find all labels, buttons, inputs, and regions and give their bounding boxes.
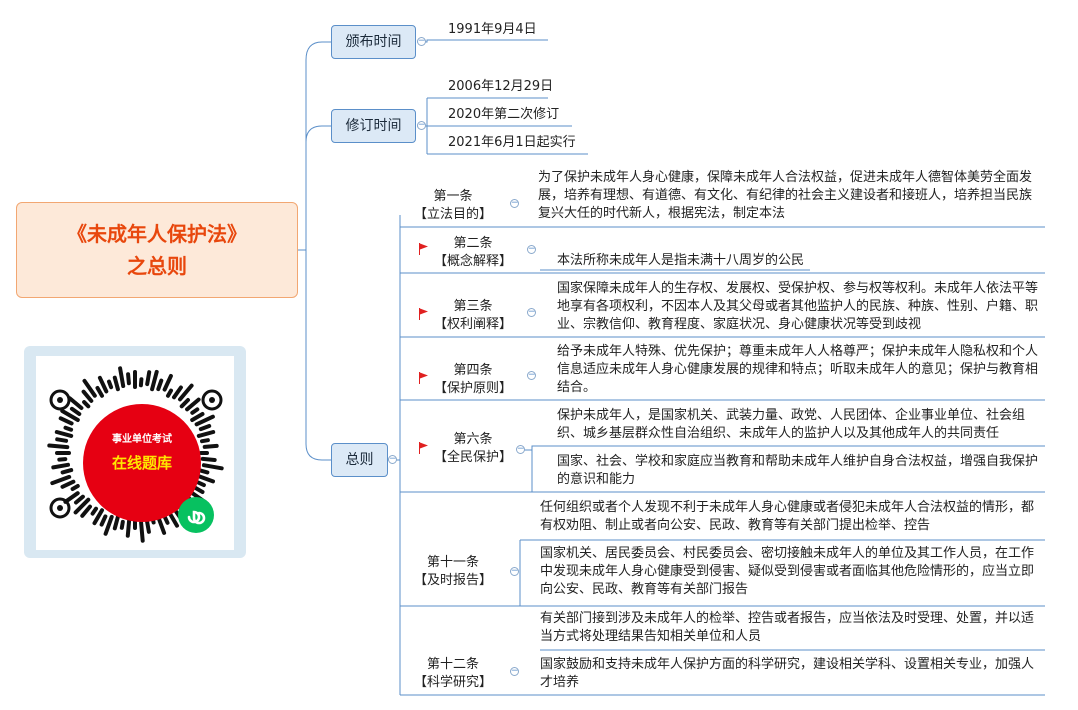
article-tag: 【及时报告】 xyxy=(413,573,492,588)
article-4[interactable]: 第四条 【保护原则】 xyxy=(428,362,518,398)
article-3[interactable]: 第三条 【权利阐释】 xyxy=(428,298,518,334)
article-text: 国家机关、居民委员会、村民委员会、密切接触未成年人的单位及其工作人员，在工作中发… xyxy=(540,546,1035,597)
collapse-icon[interactable]: − xyxy=(417,120,426,130)
branch-promulgate[interactable]: 颁布时间 xyxy=(331,25,416,59)
article-number: 第四条 xyxy=(453,363,493,378)
article-number: 第十二条 xyxy=(426,657,479,672)
mini-program-code-icon xyxy=(47,366,224,543)
collapse-icon[interactable]: − xyxy=(417,36,426,46)
article-tag: 【保护原则】 xyxy=(433,381,512,396)
root-title-line1: 《未成年人保护法》 xyxy=(67,222,247,246)
article-text: 任何组织或者个人发现不利于未成年人身心健康或者侵犯未成年人合法权益的情形，都有权… xyxy=(540,500,1035,533)
article-text: 保护未成年人，是国家机关、武装力量、政党、人民团体、企业事业单位、社会组织、城乡… xyxy=(557,408,1026,441)
flag-icon xyxy=(419,372,428,384)
article-6[interactable]: 第六条 【全民保护】 xyxy=(428,431,518,467)
collapse-icon[interactable]: − xyxy=(527,244,536,254)
article-tag: 【全民保护】 xyxy=(433,450,512,465)
promulgate-date: 1991年9月4日 xyxy=(448,22,537,37)
branch-revise[interactable]: 修订时间 xyxy=(331,109,416,143)
article-tag: 【立法目的】 xyxy=(413,207,492,222)
mini-program-subtitle: 在线题库 xyxy=(111,454,172,472)
article-text: 有关部门接到涉及未成年人的检举、控告或者报告，应当依法及时受理、处置，并以适当方… xyxy=(540,611,1035,644)
root-topic[interactable]: 《未成年人保护法》 之总则 xyxy=(16,202,298,298)
collapse-icon[interactable]: − xyxy=(388,454,397,464)
revise-item: 2006年12月29日 xyxy=(448,79,554,94)
article-tag: 【概念解释】 xyxy=(433,254,512,269)
article-text: 为了保护未成年人身心健康，保障未成年人合法权益，促进未成年人德智体美劳全面发展，… xyxy=(538,170,1033,221)
root-title-line2: 之总则 xyxy=(127,254,187,278)
collapse-icon[interactable]: − xyxy=(527,307,536,317)
article-text: 给予未成年人特殊、优先保护；尊重未成年人人格尊严；保护未成年人隐私权和个人信息适… xyxy=(557,344,1039,395)
article-text: 国家保障未成年人的生存权、发展权、受保护权、参与权等权利。未成年人依法平等地享有… xyxy=(557,281,1039,332)
article-12[interactable]: 第十二条 【科学研究】 xyxy=(408,656,498,692)
article-number: 第六条 xyxy=(453,432,493,447)
revise-item: 2021年6月1日起实行 xyxy=(448,135,576,150)
article-2[interactable]: 第二条 【概念解释】 xyxy=(428,235,518,271)
collapse-icon[interactable]: − xyxy=(527,370,536,380)
wechat-mini-program-icon xyxy=(178,497,214,533)
collapse-icon[interactable]: − xyxy=(510,666,519,676)
article-number: 第十一条 xyxy=(426,555,479,570)
branch-general[interactable]: 总则 xyxy=(331,443,388,477)
article-number: 第三条 xyxy=(453,299,493,314)
article-tag: 【权利阐释】 xyxy=(433,317,512,332)
mini-program-title: 事业单位考试 xyxy=(112,434,172,445)
flag-icon xyxy=(419,308,428,320)
collapse-icon[interactable]: − xyxy=(510,566,519,576)
article-11[interactable]: 第十一条 【及时报告】 xyxy=(408,554,498,590)
revise-item: 2020年第二次修订 xyxy=(448,107,560,122)
article-text: 国家鼓励和支持未成年人保护方面的科学研究，建设相关学科、设置相关专业，加强人才培… xyxy=(540,657,1035,690)
article-text: 国家、社会、学校和家庭应当教育和帮助未成年人维护自身合法权益，增强自我保护的意识… xyxy=(557,454,1039,487)
collapse-icon[interactable]: − xyxy=(516,444,525,454)
flag-icon xyxy=(419,442,428,454)
article-text: 本法所称未成年人是指未满十八周岁的公民 xyxy=(557,253,805,268)
article-1[interactable]: 第一条 【立法目的】 xyxy=(408,188,498,224)
flag-icon xyxy=(419,243,428,255)
article-tag: 【科学研究】 xyxy=(413,675,492,690)
collapse-icon[interactable]: − xyxy=(510,198,519,208)
article-number: 第二条 xyxy=(453,236,493,251)
article-number: 第一条 xyxy=(433,189,473,204)
